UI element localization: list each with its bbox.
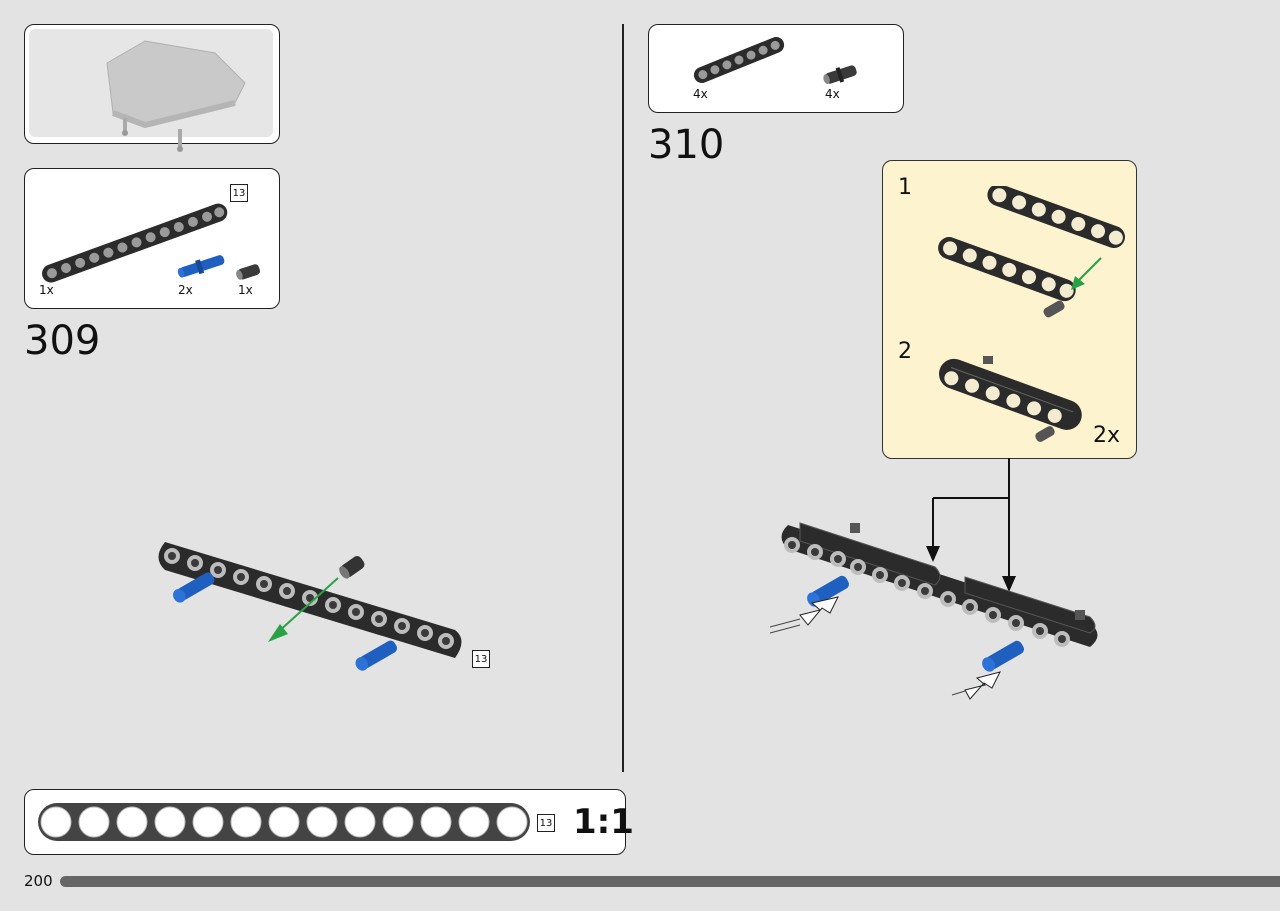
ruler-hole — [116, 806, 148, 838]
step-309-assembly-image — [158, 542, 462, 671]
step-number-309: 309 — [24, 318, 101, 364]
qty-black-pin: 4x — [825, 87, 840, 101]
step-310-parts-box: 4x 4x — [648, 24, 904, 113]
ruler-hole — [268, 806, 300, 838]
step-number-310: 310 — [648, 122, 725, 168]
step-310-assembly-image — [769, 522, 1098, 700]
qty-blue-pin: 2x — [178, 283, 193, 297]
step-309-parts-box: 13 1x 2x 1x — [24, 168, 280, 309]
qty-beam-7: 4x — [693, 87, 708, 101]
ruler-hole — [154, 806, 186, 838]
substep-2-image — [939, 356, 1082, 442]
previous-step-preview-box — [24, 24, 280, 152]
qty-black-pin: 1x — [238, 283, 253, 297]
scale-label: 1:1 — [573, 802, 634, 842]
ruler-hole — [420, 806, 452, 838]
ruler-box: 13 1:1 — [24, 789, 634, 855]
beam-7-icon — [693, 37, 785, 83]
ruler-hole — [230, 806, 262, 838]
ruler-hole — [40, 806, 72, 838]
page-number: 200 — [24, 872, 53, 890]
substep-multiplier: 2x — [1093, 423, 1121, 448]
ruler-tag: 13 — [537, 814, 555, 832]
ruler-hole — [344, 806, 376, 838]
page-divider — [622, 24, 624, 772]
ruler-hole — [496, 806, 528, 838]
assembly-beam-tag: 13 — [472, 650, 490, 668]
blue-pin-right — [355, 640, 397, 671]
connector-arrows — [926, 458, 1016, 592]
sub-assembly-panel: 1 2 2x — [882, 160, 1137, 459]
beam-length-tag: 13 — [230, 184, 248, 202]
ruler-hole — [382, 806, 414, 838]
blue-pin-icon — [177, 255, 225, 278]
beam-13-icon — [42, 203, 228, 283]
progress-bar — [60, 876, 1280, 887]
previous-model-image — [106, 40, 246, 152]
substep-number-1: 1 — [898, 175, 912, 200]
blue-pin-left — [173, 572, 215, 603]
black-pin-icon — [823, 65, 857, 85]
substep-1-image — [938, 186, 1126, 318]
substep-number-2: 2 — [898, 339, 912, 364]
qty-beam-13: 1x — [39, 283, 54, 297]
ruler-hole — [458, 806, 490, 838]
ruler-hole — [306, 806, 338, 838]
black-pin-icon — [236, 264, 261, 280]
ruler-hole — [78, 806, 110, 838]
ruler-beam-13 — [38, 803, 530, 841]
ruler-hole — [192, 806, 224, 838]
